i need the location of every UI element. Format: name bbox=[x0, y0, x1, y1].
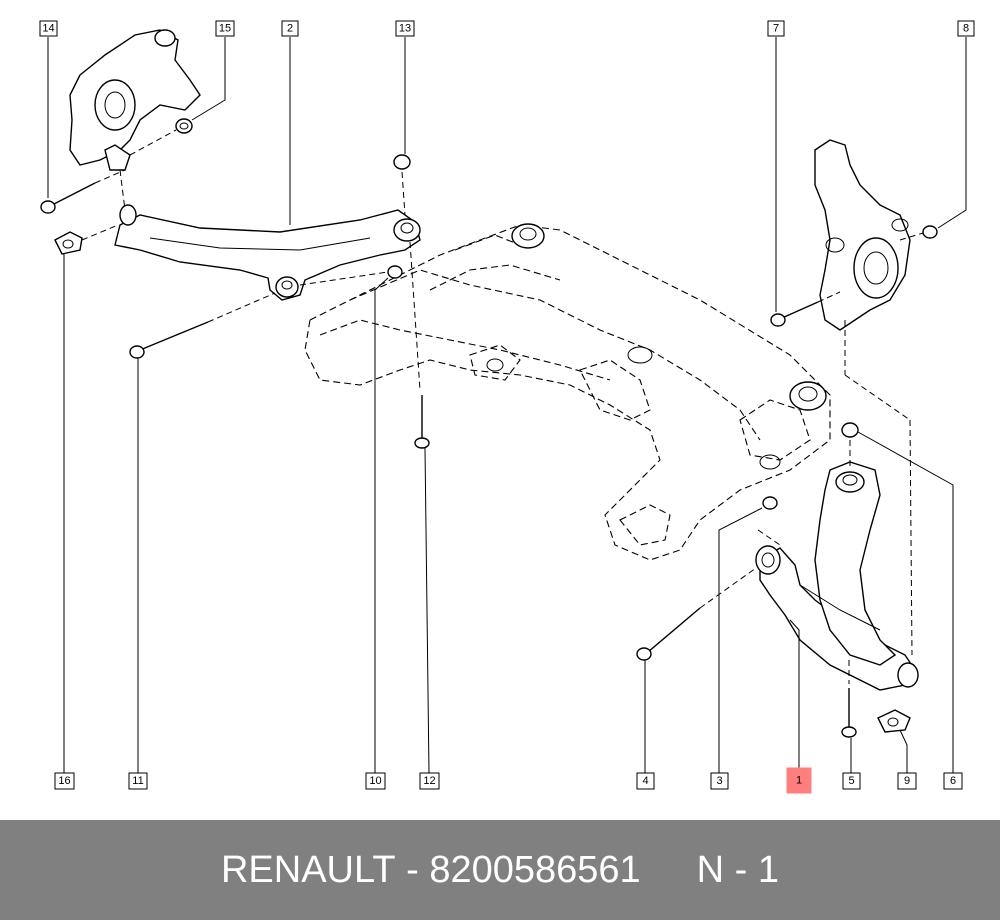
part-info-footer: RENAULT - 8200586561 N - 1 bbox=[0, 820, 1000, 920]
callout-16: 16 bbox=[54, 772, 75, 790]
svg-text:5: 5 bbox=[848, 775, 854, 787]
svg-text:14: 14 bbox=[42, 23, 54, 35]
position-code: N - 1 bbox=[696, 848, 780, 891]
svg-text:8: 8 bbox=[963, 23, 969, 35]
callout-14: 14 bbox=[39, 20, 58, 37]
parts-diagram: 14 15 2 13 7 8 16 11 10 12 4 3 bbox=[39, 20, 975, 794]
callout-5: 5 bbox=[842, 772, 861, 790]
left-control-arm-drawing bbox=[114, 204, 421, 301]
brand-separator: - bbox=[406, 848, 419, 891]
callout-15: 15 bbox=[215, 20, 235, 37]
leader-lines bbox=[47, 37, 967, 774]
svg-text:2: 2 bbox=[287, 23, 293, 35]
callout-11: 11 bbox=[128, 772, 148, 790]
svg-text:11: 11 bbox=[132, 775, 143, 787]
svg-text:1: 1 bbox=[796, 775, 802, 787]
callout-4: 4 bbox=[636, 772, 655, 790]
callout-10: 10 bbox=[365, 772, 386, 790]
callout-6: 6 bbox=[943, 772, 963, 790]
svg-text:7: 7 bbox=[773, 23, 779, 35]
svg-text:10: 10 bbox=[369, 775, 381, 787]
svg-text:3: 3 bbox=[716, 775, 722, 787]
callout-1: 1 bbox=[786, 767, 812, 794]
callout-2: 2 bbox=[281, 20, 299, 37]
hardware-drawing bbox=[40, 118, 938, 738]
left-knuckle-drawing bbox=[69, 29, 201, 171]
svg-text:15: 15 bbox=[219, 23, 231, 35]
callout-13: 13 bbox=[395, 20, 415, 37]
svg-text:4: 4 bbox=[642, 775, 648, 787]
right-knuckle-drawing bbox=[814, 139, 911, 331]
svg-text:6: 6 bbox=[950, 775, 956, 787]
right-control-arm-drawing bbox=[755, 461, 919, 691]
assembly-lines bbox=[81, 129, 924, 684]
callout-12: 12 bbox=[419, 772, 440, 790]
svg-text:12: 12 bbox=[423, 775, 435, 787]
svg-text:16: 16 bbox=[58, 775, 70, 787]
callout-8: 8 bbox=[957, 20, 975, 37]
subframe-drawing bbox=[304, 223, 831, 561]
callout-7: 7 bbox=[767, 20, 785, 37]
brand-name: RENAULT bbox=[220, 848, 396, 891]
svg-text:9: 9 bbox=[904, 775, 910, 787]
svg-text:13: 13 bbox=[399, 23, 411, 35]
part-number: 8200586561 bbox=[429, 848, 641, 891]
callout-3: 3 bbox=[710, 772, 729, 790]
callout-9: 9 bbox=[897, 772, 917, 790]
